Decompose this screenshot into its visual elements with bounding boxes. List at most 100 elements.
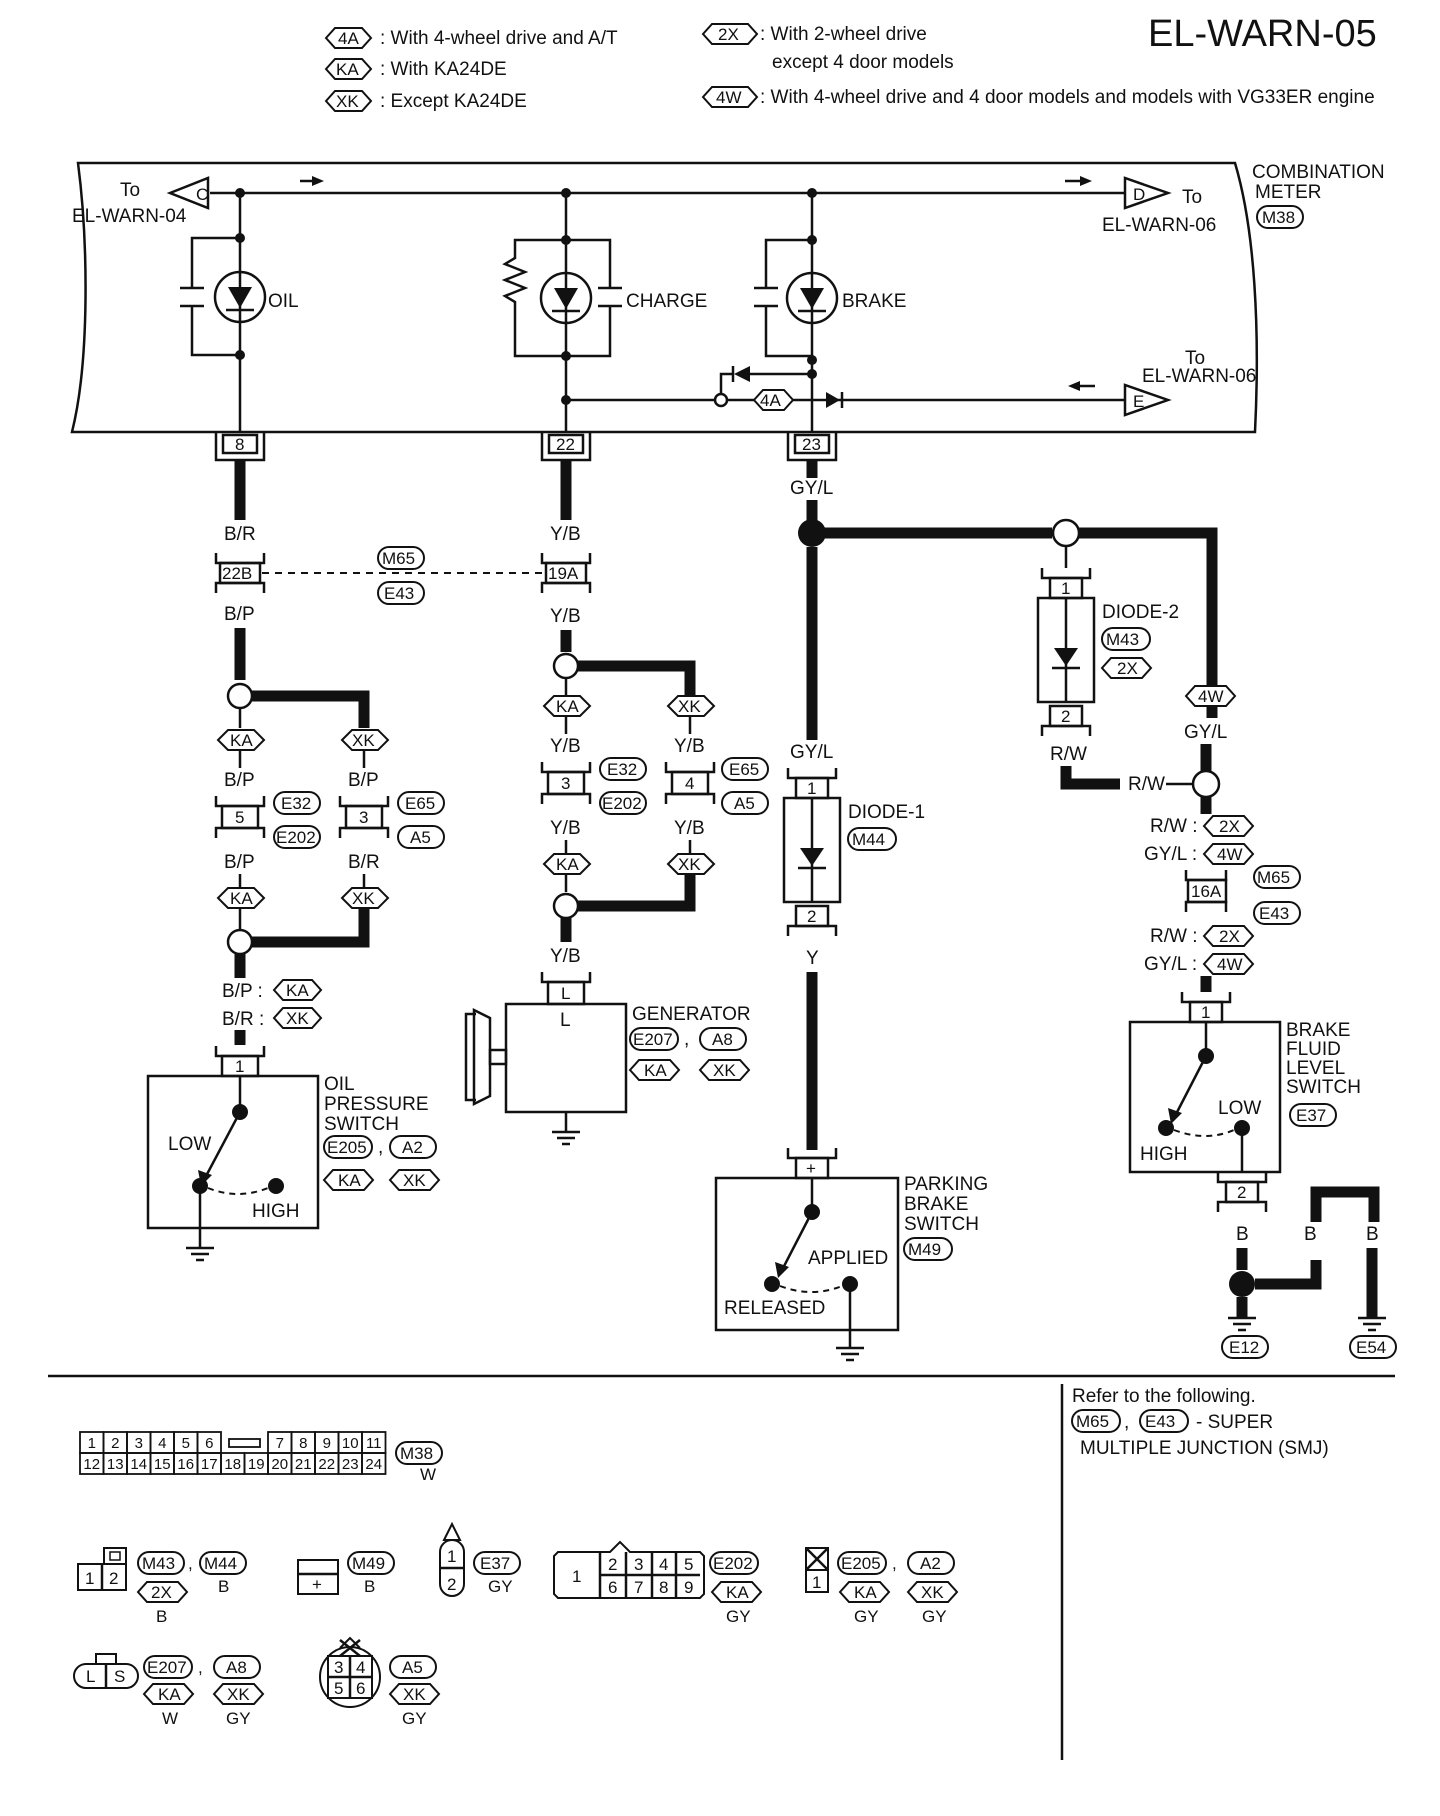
pin-2-fls: 2 [1237, 1183, 1246, 1202]
conn-e65-chg: E65 [729, 760, 759, 779]
wire-yb-5: Y/B [550, 818, 581, 839]
wire-bp-4: B/P [224, 852, 255, 873]
wire-b-1: B [1236, 1224, 1249, 1245]
diode2-name: DIODE-2 [1102, 602, 1179, 623]
m38-pin-20: 20 [271, 1456, 288, 1473]
face-e207-pin-l: L [86, 1667, 95, 1686]
wire-rw-colon-1: R/W : [1150, 816, 1198, 837]
junction-e43: E43 [384, 584, 414, 603]
face-e205-color: GY [854, 1607, 879, 1626]
face-a5-pin3: 3 [334, 1658, 343, 1677]
m38-pin-23: 23 [342, 1456, 359, 1473]
m38-pin-24: 24 [365, 1456, 382, 1473]
m38-pin-4: 4 [158, 1435, 166, 1452]
wire-yb-2: Y/B [550, 606, 581, 627]
wire-bp-1: B/P [224, 604, 255, 625]
face-e37-color: GY [488, 1577, 513, 1596]
wire-yb-3: Y/B [550, 736, 581, 757]
generator-conn-e207: E207 [633, 1030, 673, 1049]
pin-22: 22 [556, 435, 575, 454]
generator-code-xk: XK [713, 1061, 736, 1080]
m38-pin-11: 11 [366, 1435, 382, 1452]
fluid-level-circuit: 1 2 DIODE-2 M43 2X R/W R/W 4W GY/L R/W :… [1036, 527, 1397, 1359]
code-xk-chg-2: XK [678, 855, 701, 874]
m38-pin-9: 9 [323, 1435, 331, 1452]
face-a2-label: A2 [920, 1554, 941, 1573]
face-e202-label: E202 [713, 1554, 753, 1573]
connector-d: D [1133, 185, 1145, 204]
ground-e12: E12 [1229, 1338, 1259, 1357]
face-m49-label: M49 [352, 1554, 385, 1573]
face-e202-pin7: 7 [634, 1578, 643, 1597]
face-m49-plus: + [312, 1575, 322, 1594]
m38-pin-8: 8 [299, 1435, 307, 1452]
oilsw-name-1: OIL [324, 1074, 355, 1095]
face-e202-pin6: 6 [608, 1578, 617, 1597]
fls-name-1: BRAKE [1286, 1020, 1350, 1041]
meter-name-2: METER [1255, 182, 1322, 203]
legend-code-4a: 4A [338, 29, 359, 48]
wire-yb-7: Y/B [550, 946, 581, 967]
code-xk-chg-1: XK [678, 697, 701, 716]
pbs-conn-m49: M49 [908, 1240, 941, 1259]
wire-rw-colon-2: R/W : [1150, 926, 1198, 947]
ref-el-warn-06-e: EL-WARN-06 [1142, 366, 1256, 387]
pin-1-fls: 1 [1201, 1003, 1210, 1022]
face-e202-pin5: 5 [684, 1555, 693, 1574]
face-e202-pin3: 3 [634, 1555, 643, 1574]
oilsw-code-xk: XK [403, 1171, 426, 1190]
wire-rw-1: R/W [1050, 744, 1087, 765]
m38-pin-12: 12 [83, 1456, 100, 1473]
oilsw-name-3: SWITCH [324, 1114, 399, 1135]
m38-pin-3: 3 [135, 1435, 143, 1452]
pin-5-oil: 5 [235, 808, 244, 827]
legend-ka-text: : With KA24DE [380, 59, 507, 80]
pin-23: 23 [802, 435, 821, 454]
diode2-conn-m43: M43 [1106, 630, 1139, 649]
oilsw-comma: , [378, 1137, 383, 1158]
conn-e32-oil: E32 [281, 794, 311, 813]
refnote-line3: MULTIPLE JUNCTION (SMJ) [1080, 1438, 1329, 1459]
refnote-m65: M65 [1076, 1412, 1109, 1431]
combination-meter: COMBINATION METER M38 C To EL-WARN-04 D … [70, 161, 1385, 462]
meter-name-1: COMBINATION [1252, 162, 1385, 183]
code-ka-oil-1: KA [230, 731, 253, 750]
face-a5-pin6: 6 [356, 1679, 365, 1698]
m38-pin-6: 6 [205, 1435, 213, 1452]
code-2x-3: 2X [1219, 927, 1240, 946]
face-e207-color: W [162, 1709, 178, 1728]
to-c-label: To [120, 180, 140, 201]
fls-name-3: LEVEL [1286, 1058, 1345, 1079]
wire-gyl-1: GY/L [790, 478, 833, 499]
face-a5-label: A5 [402, 1658, 423, 1677]
generator-code-ka: KA [644, 1061, 667, 1080]
pbs-released: RELEASED [724, 1298, 825, 1319]
pin-1-d2: 1 [1061, 579, 1070, 598]
face-e205-pin1: 1 [812, 1573, 821, 1592]
m38-pin-15: 15 [154, 1456, 171, 1473]
face-e202-color: GY [726, 1607, 751, 1626]
face-a8-color: GY [226, 1709, 251, 1728]
legend-4a-text: : With 4-wheel drive and A/T [380, 28, 618, 49]
junction-m65: M65 [382, 549, 415, 568]
code-ka-chg-2: KA [556, 855, 579, 874]
wire-gyl-colon-2: GY/L : [1144, 954, 1197, 975]
oilsw-code-ka: KA [338, 1171, 361, 1190]
face-a2-color: GY [922, 1607, 947, 1626]
code-ka-oil-3: KA [286, 981, 309, 1000]
m38-pin-17: 17 [201, 1456, 218, 1473]
to-d-label: To [1182, 187, 1202, 208]
diode1-name: DIODE-1 [848, 802, 925, 823]
ref-el-warn-06-d: EL-WARN-06 [1102, 215, 1216, 236]
m38-key [228, 1438, 261, 1448]
fls-low: LOW [1218, 1098, 1261, 1119]
oilsw-low: LOW [168, 1134, 211, 1155]
conn-a5-chg: A5 [734, 794, 755, 813]
jumper-code-4a: 4A [760, 391, 781, 410]
oilsw-conn-e205: E205 [327, 1138, 367, 1157]
generator-name: GENERATOR [632, 1004, 751, 1025]
wire-yb-1: Y/B [550, 524, 581, 545]
code-xk-oil-1: XK [352, 731, 375, 750]
face-a2-code-xk: XK [921, 1583, 944, 1602]
face-a5-color: GY [402, 1709, 427, 1728]
